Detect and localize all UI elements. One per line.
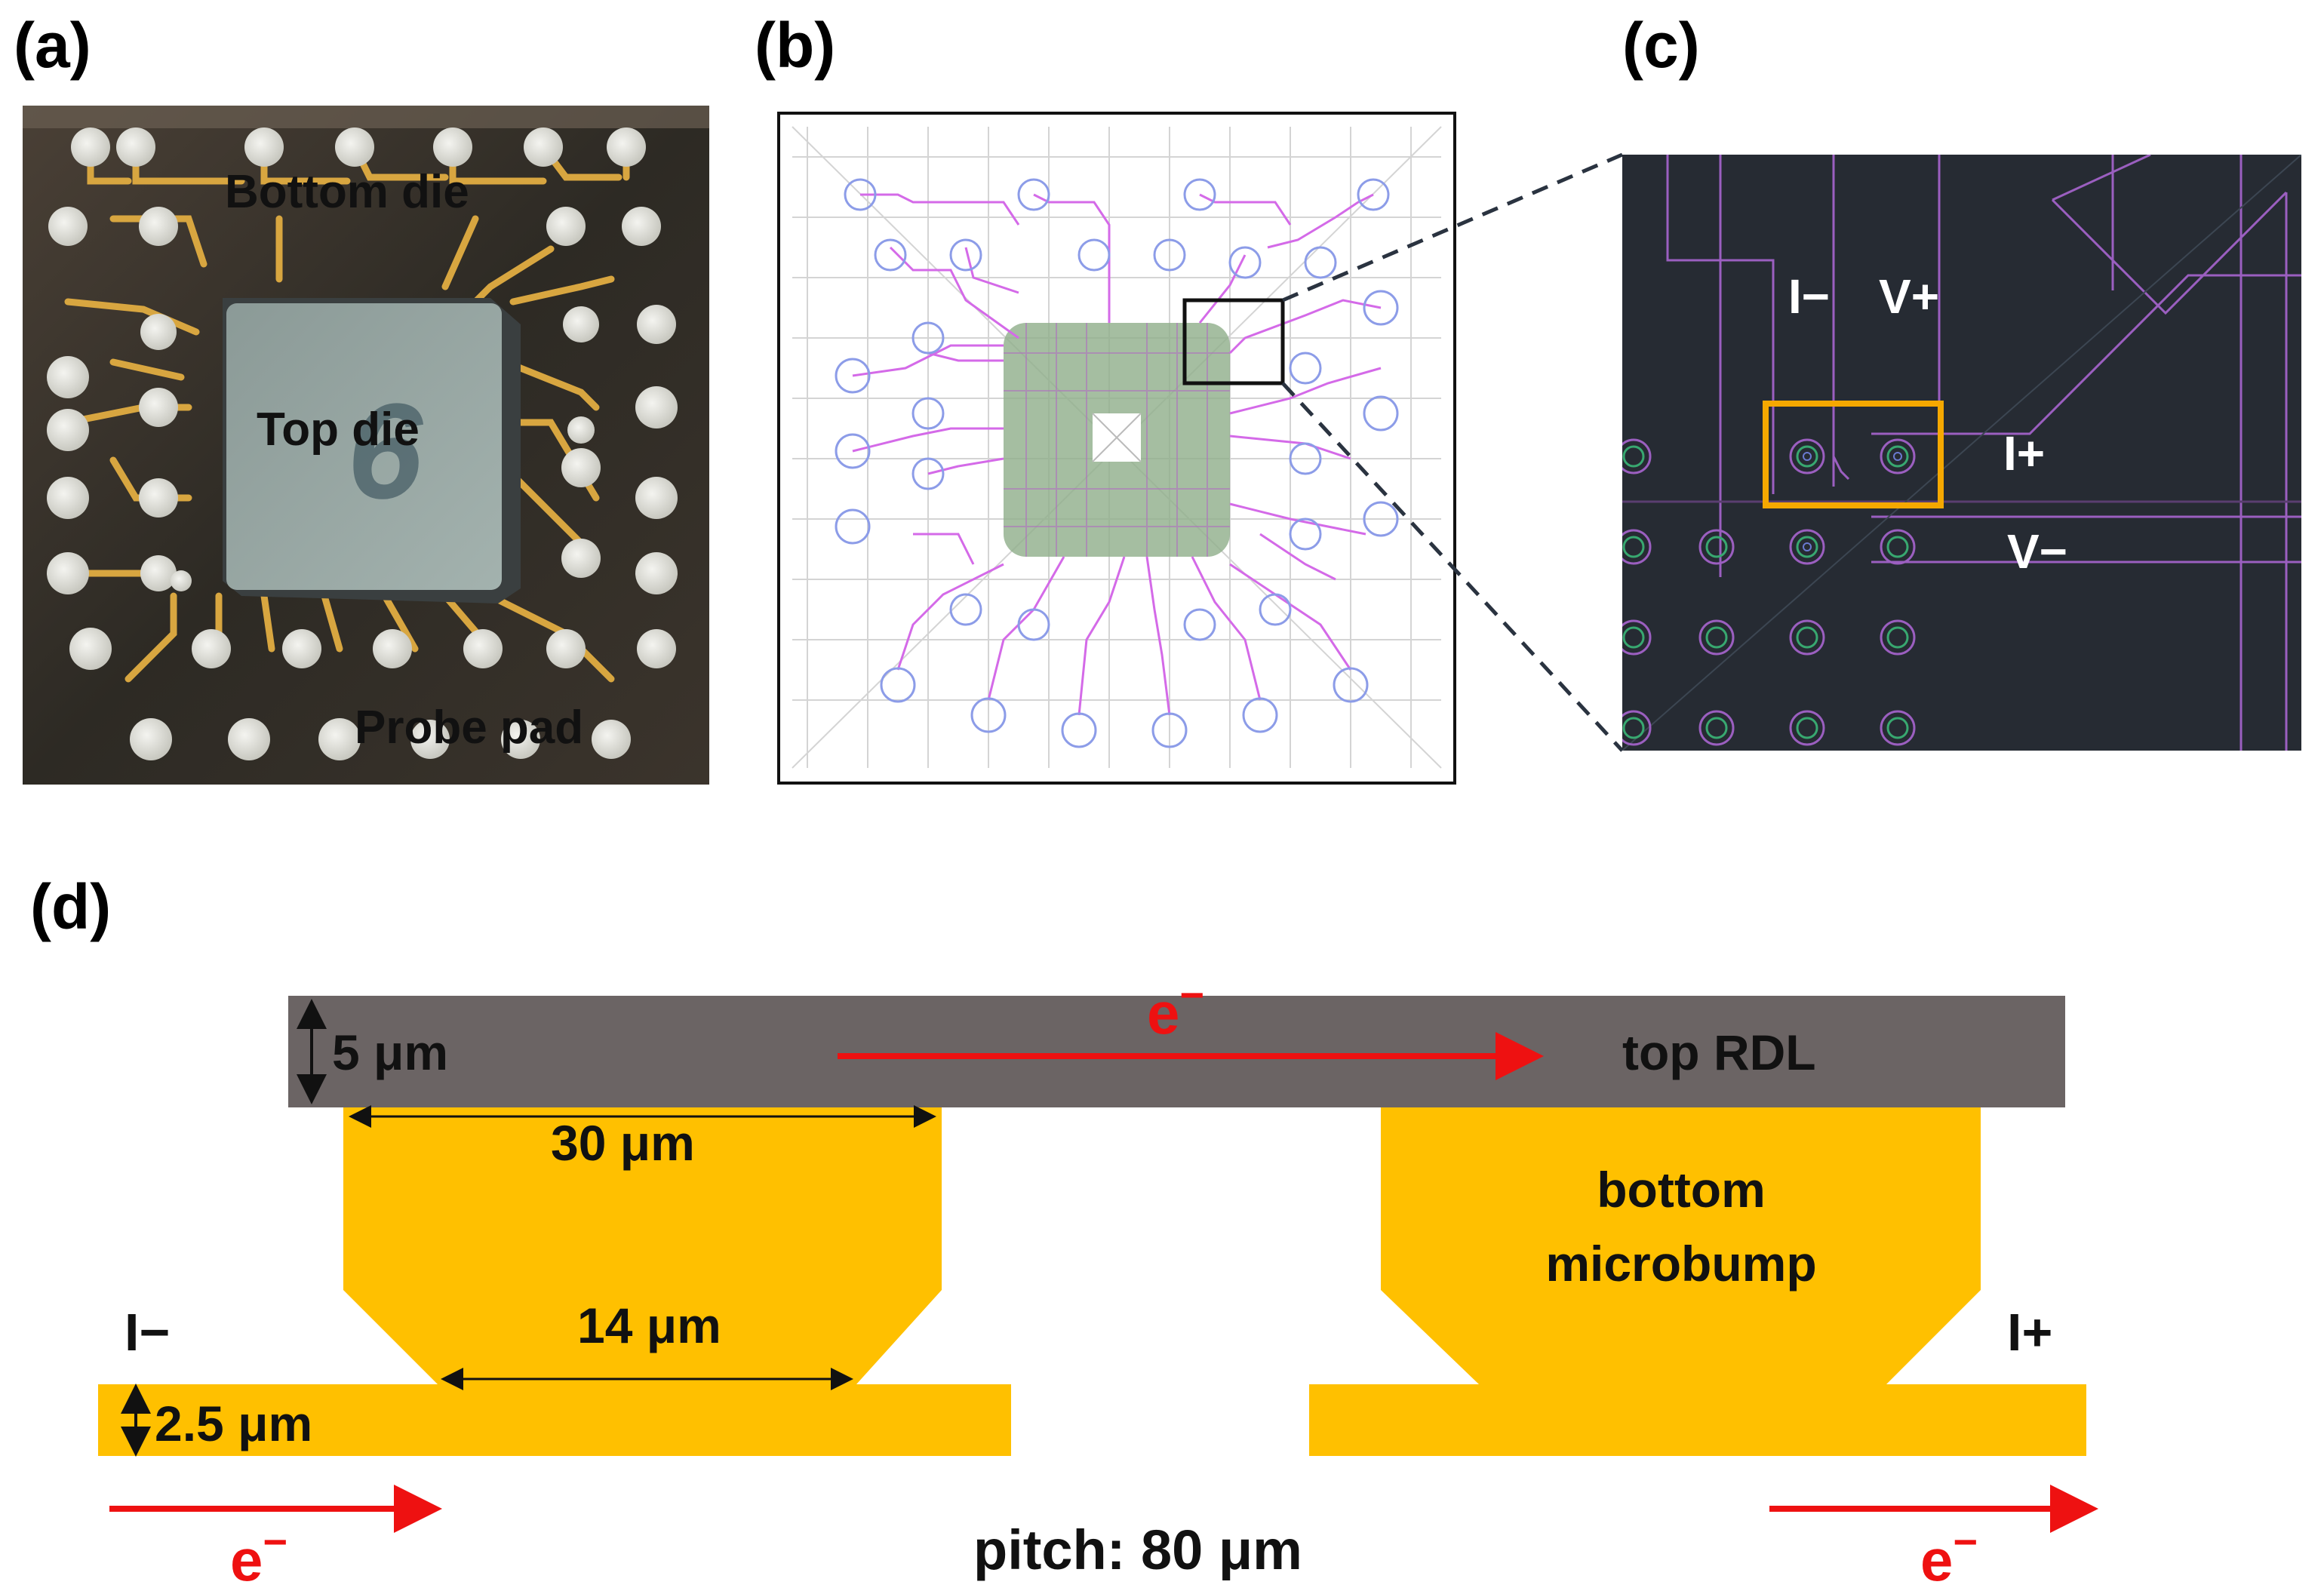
panel-label-b: (b) (755, 10, 836, 81)
right-microbump (1381, 1107, 1981, 1384)
electron-label-right: e− (1920, 1518, 1978, 1593)
thickness-top-label: 5 μm (332, 1024, 448, 1080)
label-v-minus: V− (2007, 524, 2067, 579)
top-die-label: Top die (257, 404, 420, 456)
layout-traces (852, 193, 1382, 716)
electron-label-left: e− (230, 1518, 287, 1593)
label-i-minus: I− (1788, 269, 1830, 324)
panel-b-layout (777, 112, 1456, 785)
thickness-bottom-label: 2.5 μm (155, 1396, 312, 1451)
bottom-microbump-label-1: bottom (1597, 1162, 1766, 1218)
panel-a-photo: 6 Bottom die Top die Probe pad (23, 106, 709, 785)
bottom-microbump-label-2: microbump (1545, 1236, 1816, 1291)
panel-d-cross-section: e− e− e− 5 μm top RDL 30 μm 14 μm bottom… (98, 971, 2098, 1593)
electron-label-top: e− (1147, 971, 1204, 1046)
die-marking: 6 (347, 376, 424, 527)
width-top-label: 30 μm (551, 1115, 695, 1171)
panel-c-zoom: I− V+ I+ V− (1622, 155, 2301, 751)
microbump-array (1622, 438, 1916, 746)
left-microbump (343, 1107, 942, 1384)
pitch-label: pitch: 80 μm (973, 1519, 1302, 1581)
zoom-traces (1622, 155, 2301, 751)
i-plus-label: I+ (2007, 1303, 2052, 1362)
top-die (226, 303, 502, 590)
left-bottom-trace (98, 1384, 1011, 1456)
kelvin-structure-highlight (1763, 401, 1944, 508)
layout-pads (835, 178, 1399, 748)
top-rdl-layer (288, 996, 2065, 1107)
width-bottom-label: 14 μm (577, 1298, 721, 1353)
probe-pads (47, 127, 678, 760)
zoom-region-box (1182, 298, 1285, 385)
right-bottom-trace (1309, 1384, 2086, 1456)
panel-label-c: (c) (1622, 10, 1700, 81)
label-v-plus: V+ (1879, 269, 1939, 324)
top-rdl-label: top RDL (1622, 1024, 1816, 1080)
panel-label-a: (a) (14, 10, 91, 81)
label-i-plus: I+ (2003, 426, 2045, 481)
bottom-die-label: Bottom die (225, 166, 469, 218)
panel-label-d: (d) (30, 871, 112, 942)
probe-pad-label: Probe pad (355, 702, 583, 754)
i-minus-label: I− (124, 1303, 170, 1362)
